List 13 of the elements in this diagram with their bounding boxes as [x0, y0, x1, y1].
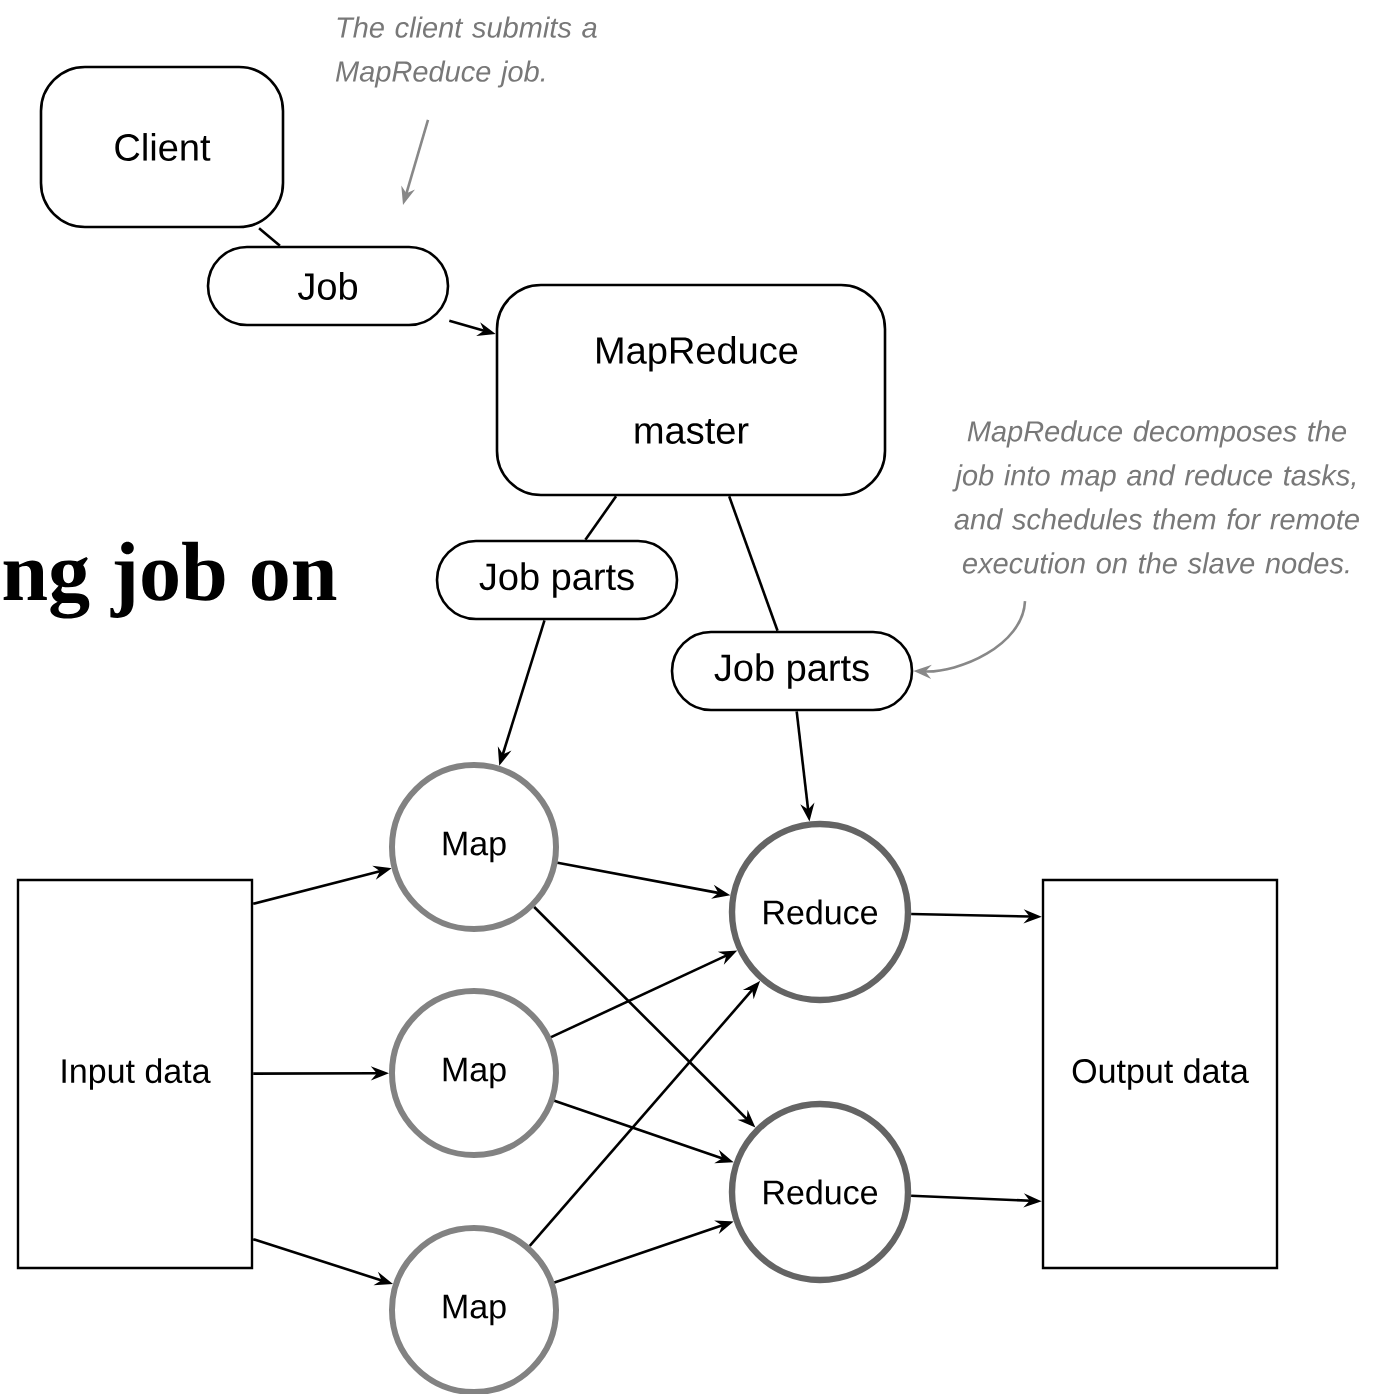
annotation-note: The client submits a MapReduce job. — [335, 16, 597, 88]
annotation-note: MapReduce decomposes the job into map and reduce tasks, and schedules them for remote execution on the slave nodes. — [952, 420, 1359, 574]
connector-line — [258, 227, 281, 247]
job-pill: Job — [206, 245, 450, 327]
connector-line — [584, 495, 618, 541]
data-box: Output data — [1041, 878, 1279, 1270]
connector-line — [727, 495, 779, 632]
process-box: Client — [39, 65, 285, 229]
data-box: Input data — [16, 878, 254, 1270]
process-box: MapReduce master — [495, 283, 887, 497]
heading-text: ng job on — [3, 541, 337, 619]
job-pill: Job parts — [670, 630, 914, 712]
job-pill: Job parts — [435, 539, 679, 621]
